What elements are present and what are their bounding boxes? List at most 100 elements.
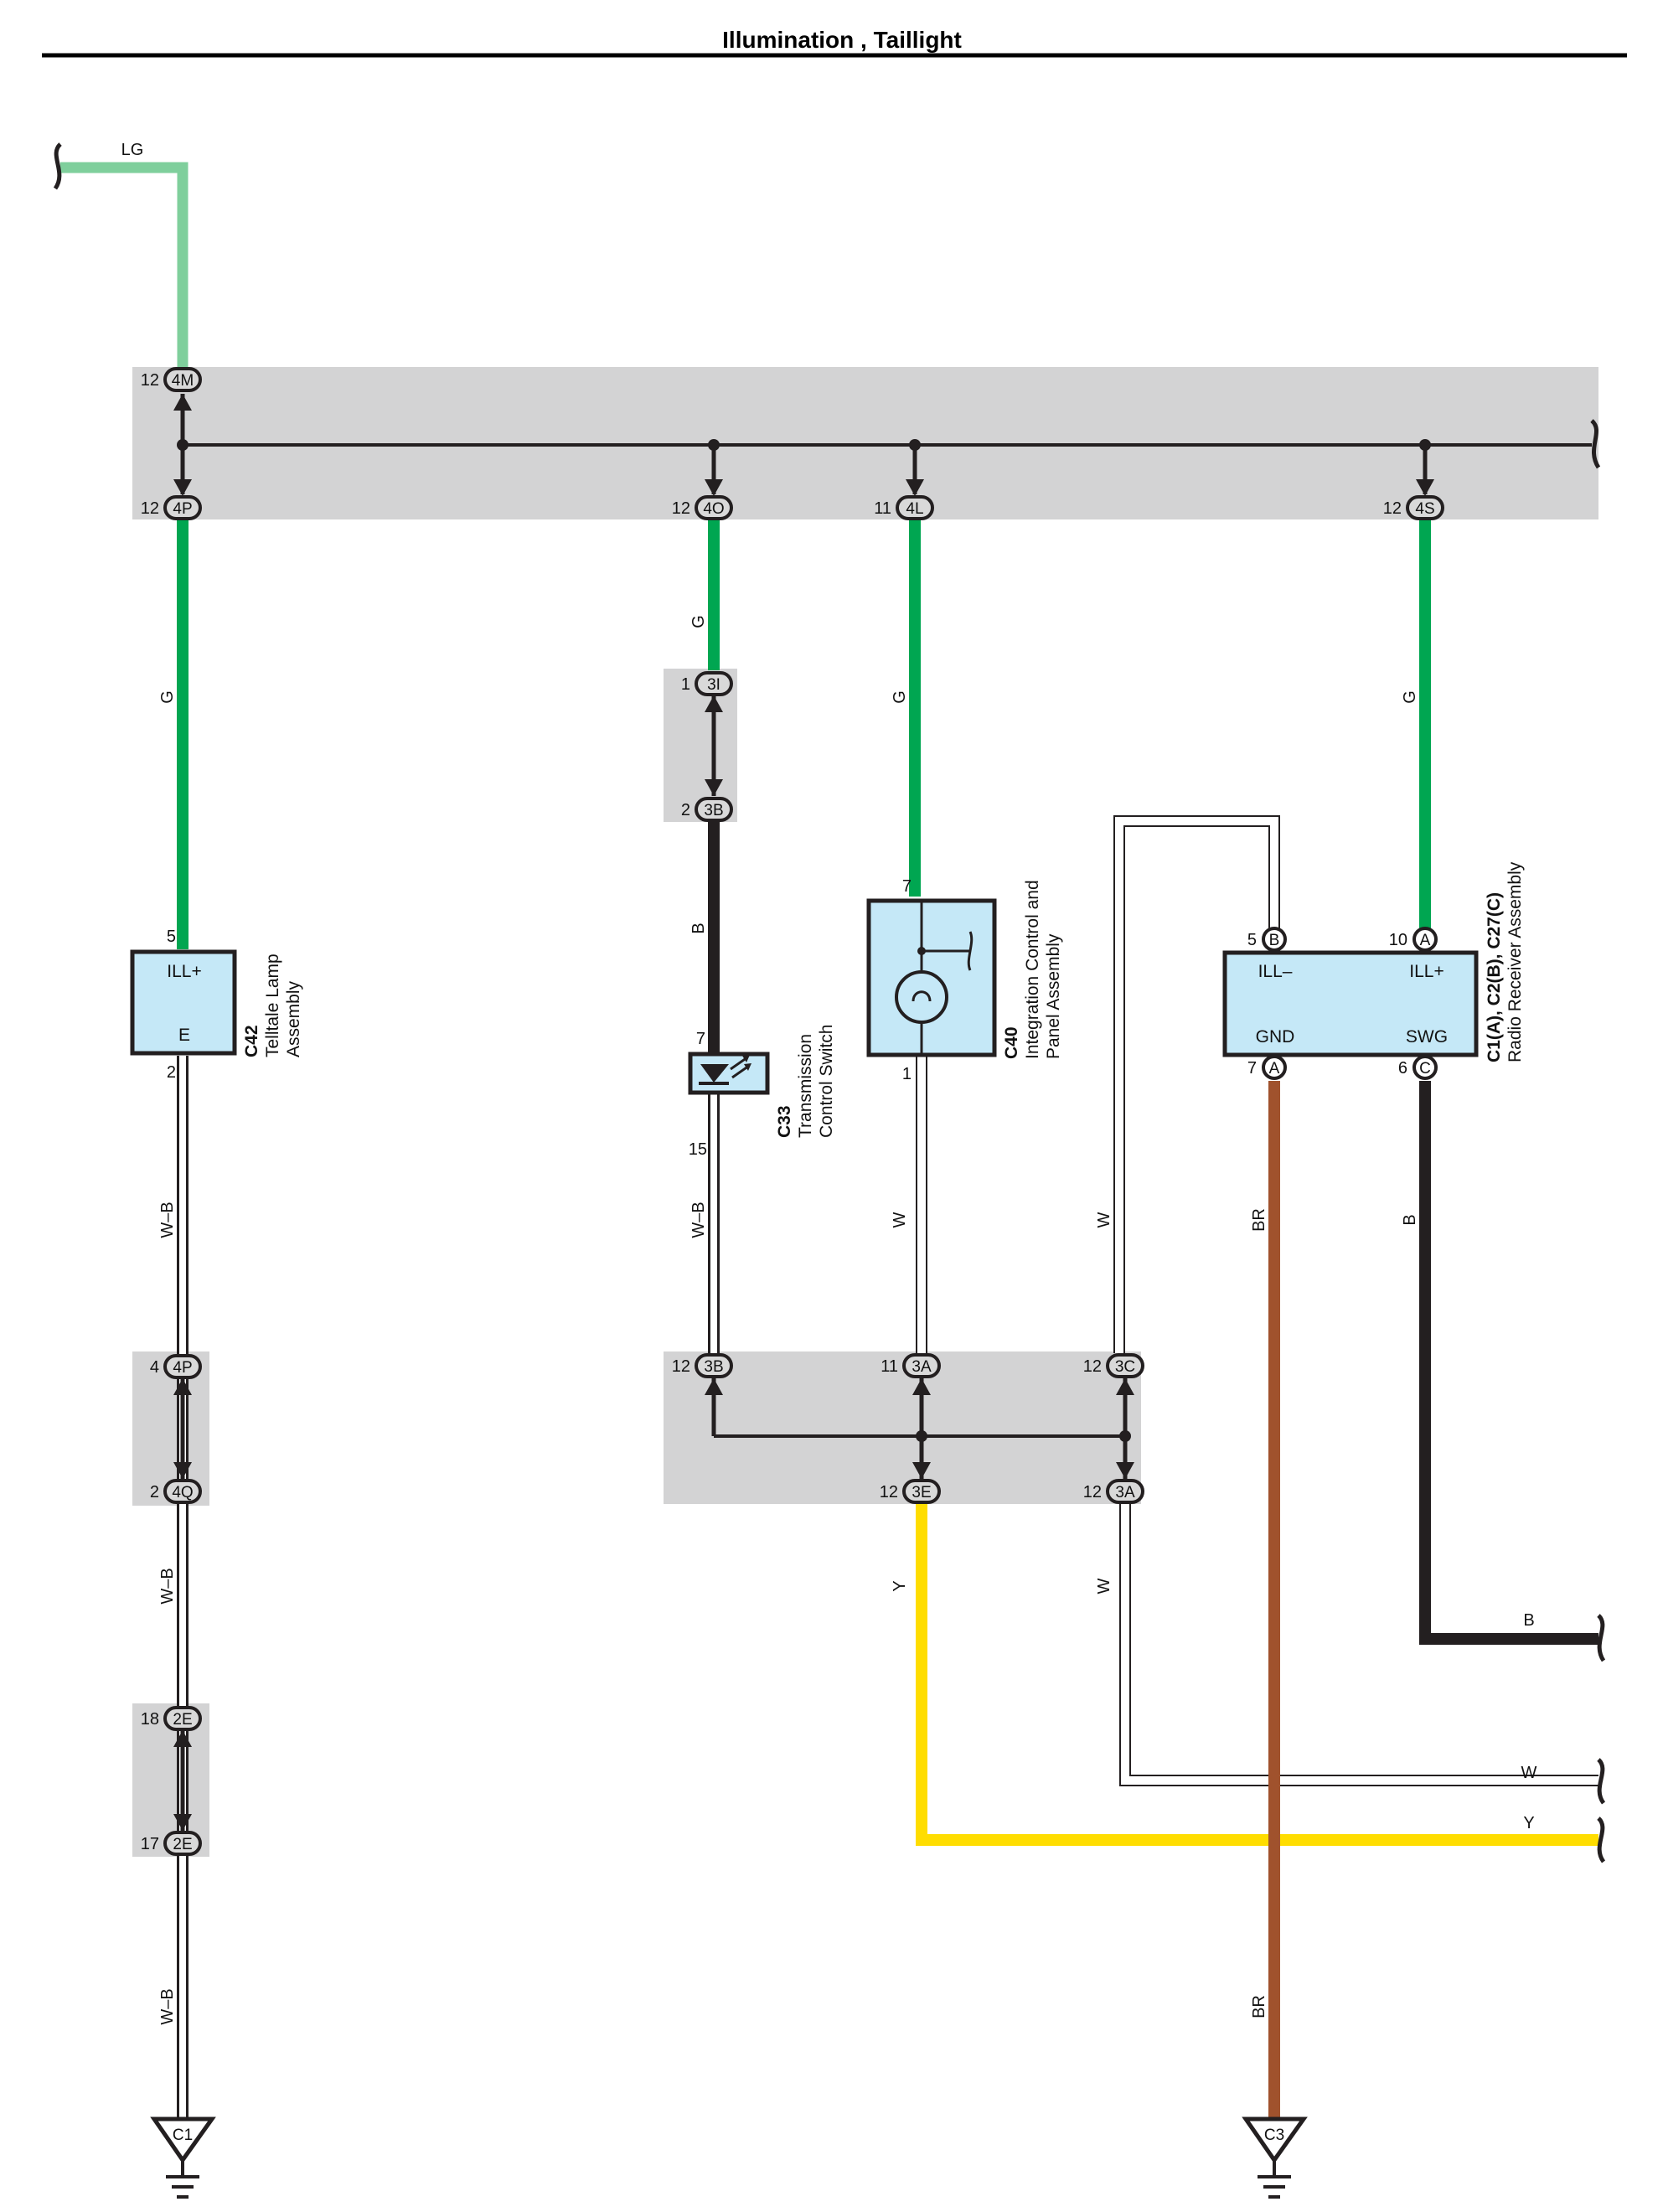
radio-code: C1(A), C2(B), C27(C) xyxy=(1485,892,1504,1062)
ground-c3-label: C3 xyxy=(1264,2127,1284,2144)
connector-4p-lower: 4P 4 xyxy=(150,1354,202,1379)
c33-pin-bottom: 15 xyxy=(689,1140,707,1159)
connector-4m: 4M 12 xyxy=(141,367,202,392)
svg-text:12: 12 xyxy=(672,499,690,518)
svg-text:2E: 2E xyxy=(173,1836,192,1853)
svg-text:4L: 4L xyxy=(906,500,923,518)
svg-text:12: 12 xyxy=(1383,499,1402,518)
c40-pin-top: 7 xyxy=(902,877,912,896)
svg-text:4: 4 xyxy=(150,1358,159,1377)
svg-text:3I: 3I xyxy=(707,676,720,694)
c33-pin-top: 7 xyxy=(696,1030,705,1048)
ground-c1: C1 xyxy=(150,2116,216,2199)
wire-label-b-1: B xyxy=(689,923,708,933)
component-radio-receiver: ILL– ILL+ GND SWG B 5 A 10 A 7 C 6 C1(A)… xyxy=(1222,861,1525,1080)
component-c33: 7 15 C33 Transmission Control Switch xyxy=(688,1025,836,1159)
c40-pin-bottom: 1 xyxy=(902,1065,912,1083)
svg-text:12: 12 xyxy=(672,1357,690,1376)
junction-block-3b-3a-3c xyxy=(664,1351,1141,1504)
c33-name-2: Control Switch xyxy=(817,1025,836,1138)
svg-text:4M: 4M xyxy=(172,372,194,390)
connector-4q: 4Q 2 xyxy=(150,1479,202,1504)
junction-link-3i-3b xyxy=(705,695,723,796)
wire-b-swg xyxy=(1419,1081,1606,1662)
svg-text:12: 12 xyxy=(1083,1483,1102,1501)
c40-name-1: Integration Control and xyxy=(1023,880,1042,1059)
connector-4s: 4S 12 xyxy=(1383,495,1444,520)
c40-code: C40 xyxy=(1002,1026,1021,1059)
wire-label-wb-3: W–B xyxy=(158,1988,177,2024)
component-c42: ILL+ E 5 2 C42 Telltale Lamp Assembly xyxy=(130,928,303,1082)
junction-bus-lower xyxy=(705,1378,1134,1479)
svg-text:4O: 4O xyxy=(703,500,724,518)
svg-text:3A: 3A xyxy=(912,1358,932,1376)
svg-text:12: 12 xyxy=(1083,1357,1102,1376)
radio-conn-ill-minus: B xyxy=(1269,932,1280,949)
c40-name-2: Panel Assembly xyxy=(1044,933,1063,1059)
wire-label-y-2: Y xyxy=(1523,1814,1534,1832)
wire-label-w-3: W xyxy=(1095,1578,1113,1594)
svg-text:11: 11 xyxy=(881,1357,898,1376)
radio-pin-swg: 6 xyxy=(1398,1059,1407,1078)
svg-text:12: 12 xyxy=(880,1483,898,1501)
wire-label-lg: LG xyxy=(121,141,144,159)
ground-c1-label: C1 xyxy=(173,2127,193,2144)
radio-terminal-ill-minus: ILL– xyxy=(1258,962,1293,981)
wire-label-g-1: G xyxy=(158,690,177,704)
c42-name-2: Assembly xyxy=(284,980,303,1057)
radio-pin-ill-plus: 10 xyxy=(1389,931,1407,949)
wire-label-br-2: BR xyxy=(1250,1995,1268,2018)
svg-text:3B: 3B xyxy=(704,1358,723,1376)
wire-label-b-3: B xyxy=(1523,1611,1534,1630)
wire-label-g-2: G xyxy=(689,615,708,628)
svg-text:17: 17 xyxy=(141,1835,159,1853)
svg-text:2: 2 xyxy=(681,801,690,819)
connector-2e-top: 2E 18 xyxy=(141,1706,202,1731)
connector-4p-top: 4P 12 xyxy=(141,495,202,520)
svg-text:1: 1 xyxy=(681,675,690,694)
radio-pin-gnd: 7 xyxy=(1247,1059,1257,1078)
radio-terminal-gnd: GND xyxy=(1256,1027,1295,1047)
c42-code: C42 xyxy=(242,1025,261,1057)
svg-text:12: 12 xyxy=(141,371,159,390)
junction-bus-main xyxy=(173,394,1601,496)
wire-w-loop xyxy=(1113,815,1606,1805)
c42-terminal-e: E xyxy=(178,1026,190,1045)
ground-c3: C3 xyxy=(1242,2116,1308,2199)
svg-text:4P: 4P xyxy=(173,1359,192,1377)
svg-text:3C: 3C xyxy=(1115,1358,1135,1376)
c42-pin-bottom: 2 xyxy=(167,1063,176,1082)
svg-text:3E: 3E xyxy=(912,1484,931,1501)
connector-3a-bottom: 3A 12 xyxy=(1083,1479,1144,1504)
c42-name-1: Telltale Lamp xyxy=(263,954,282,1057)
connector-3b-upper: 3B 2 xyxy=(681,797,733,822)
wire-label-g-3: G xyxy=(891,690,909,704)
svg-text:3B: 3B xyxy=(704,802,723,819)
junction-link-4p-4q xyxy=(173,1378,192,1479)
radio-conn-swg: C xyxy=(1419,1060,1431,1078)
radio-terminal-swg: SWG xyxy=(1406,1027,1448,1047)
led-icon xyxy=(700,1064,729,1083)
component-c40: 7 1 C40 Integration Control and Panel As… xyxy=(866,877,1063,1083)
connector-4o: 4O 12 xyxy=(672,495,733,520)
svg-text:3A: 3A xyxy=(1115,1484,1135,1501)
svg-text:2: 2 xyxy=(150,1483,159,1501)
wire-y xyxy=(916,1504,1606,1863)
svg-text:18: 18 xyxy=(141,1710,159,1729)
wire-label-wb-2: W–B xyxy=(158,1568,177,1604)
radio-terminal-ill-plus: ILL+ xyxy=(1409,962,1444,981)
wire-label-y-1: Y xyxy=(891,1580,909,1591)
radio-pin-ill-minus: 5 xyxy=(1247,931,1257,949)
wire-label-w-4: W xyxy=(1521,1764,1537,1782)
c33-name-1: Transmission xyxy=(796,1034,815,1138)
wire-label-g-4: G xyxy=(1401,690,1419,704)
connector-3b-lower: 3B 12 xyxy=(672,1353,733,1378)
radio-name: Radio Receiver Assembly xyxy=(1505,861,1525,1062)
svg-text:12: 12 xyxy=(141,499,159,518)
connector-2e-bottom: 2E 17 xyxy=(141,1831,202,1856)
c33-code: C33 xyxy=(775,1105,794,1138)
svg-text:4P: 4P xyxy=(173,500,192,518)
wire-label-w-1: W xyxy=(891,1212,909,1227)
connector-3a-top: 3A 11 xyxy=(881,1353,941,1378)
connector-3i: 3I 1 xyxy=(681,671,733,696)
